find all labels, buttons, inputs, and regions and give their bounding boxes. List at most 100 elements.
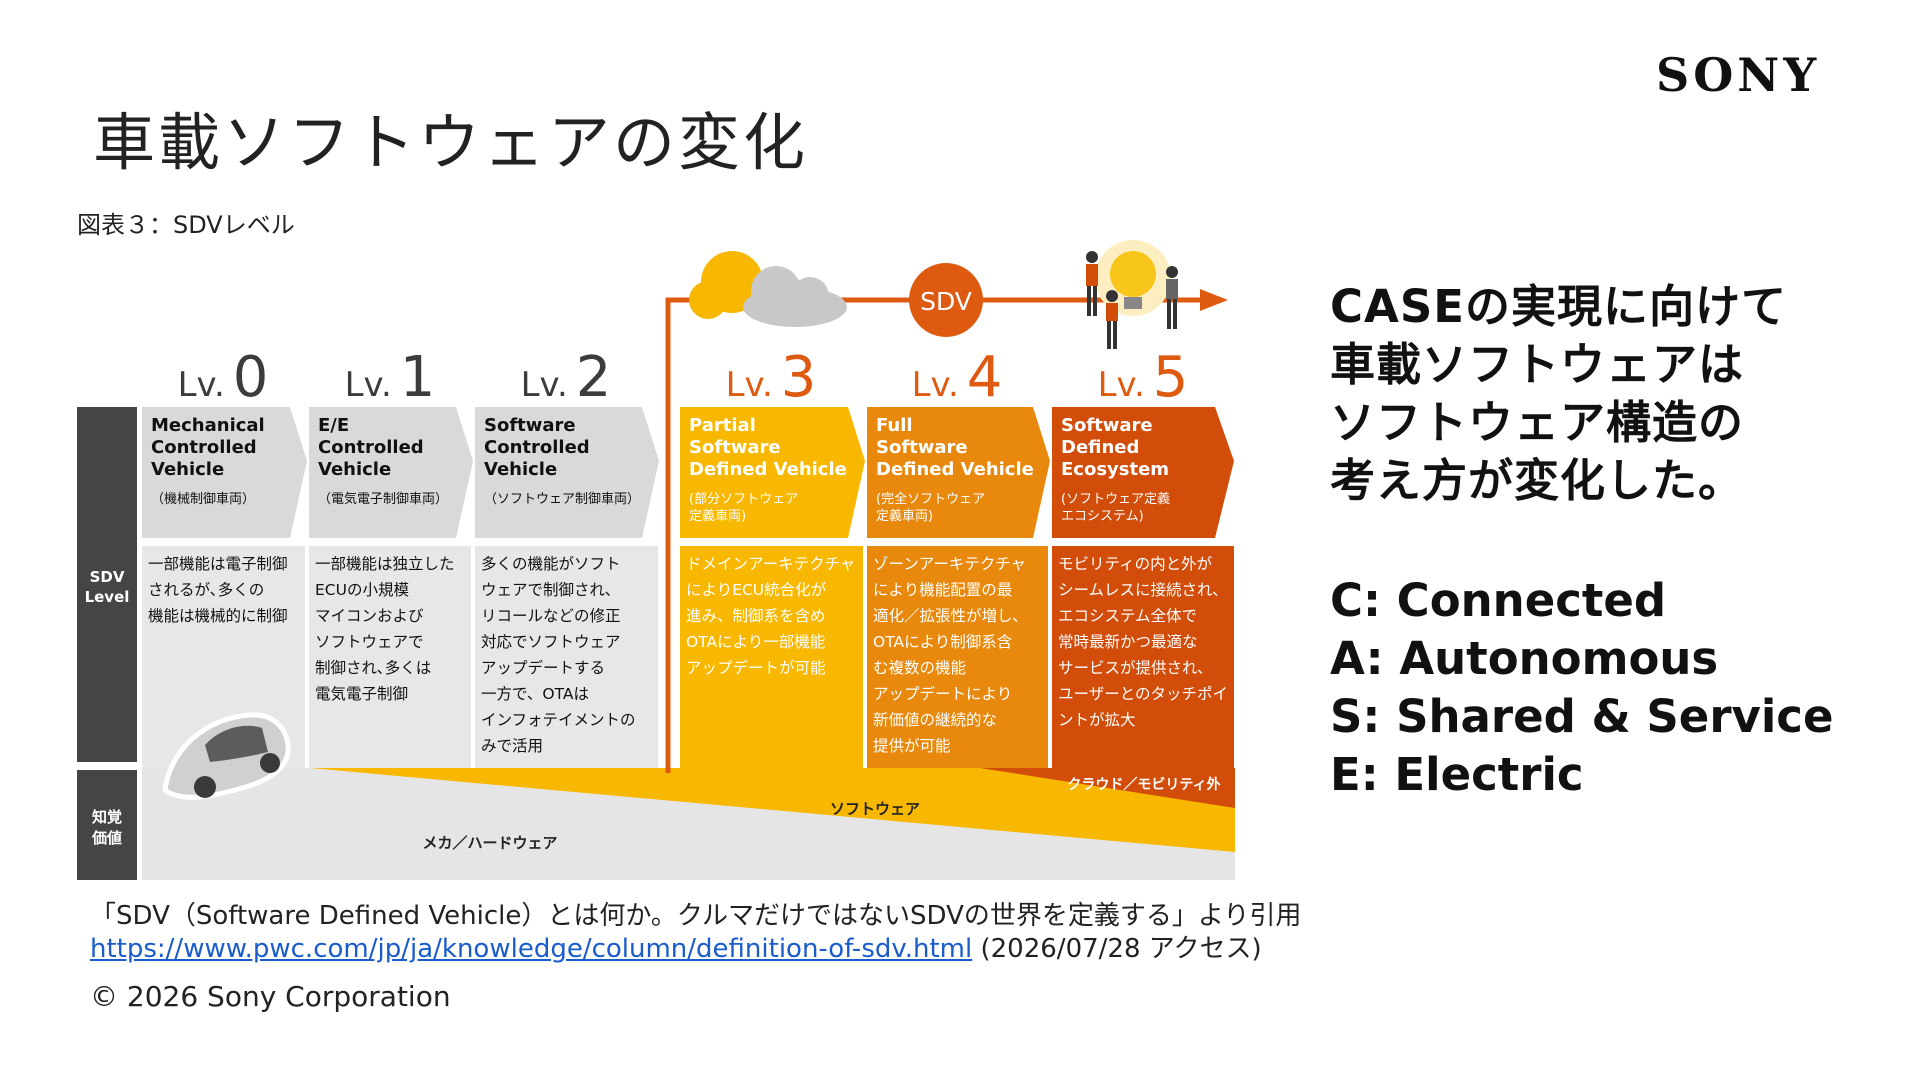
brand-logo: SONY	[1656, 48, 1821, 102]
level-3-name-line: Software	[689, 437, 781, 458]
software-layer	[310, 768, 1235, 852]
car-icon	[162, 712, 291, 800]
copyright: © 2026 Sony Corporation	[90, 980, 451, 1013]
level-2-description-line: インフォテイメントの	[481, 711, 636, 729]
level-1-description-line: 制御され､多くは	[315, 659, 431, 677]
level-3-subtitle-line: 定義車両)	[689, 508, 746, 524]
level-0-description-line: 機能は機械的に制御	[148, 607, 288, 625]
level-2-description-line: 一方で、OTAは	[481, 685, 589, 703]
level-1-subtitle-line: （電気電子制御車両）	[318, 491, 448, 507]
sdv-arrow-line	[665, 297, 1208, 773]
sdv-badge-label: SDV	[920, 287, 972, 316]
level-1-name-line: Vehicle	[318, 459, 391, 480]
level-3-name-line: Partial	[689, 415, 756, 436]
level-4-description-line: 適化／拡張性が増し､	[873, 607, 1020, 625]
side-label-value-line2: 価値	[91, 829, 122, 847]
level-5-description-line: ユーザーとのタッチポイ	[1058, 685, 1228, 703]
level-2-name-line: Software	[484, 415, 576, 436]
level-0-title: Lv.0	[178, 345, 269, 410]
page-title: 車載ソフトウェアの変化	[93, 106, 809, 179]
level-0-header	[142, 407, 307, 538]
level-1-description-line: マイコンおよび	[315, 607, 424, 625]
level-5-name-line: Software	[1061, 415, 1153, 436]
level-1-description-line: 一部機能は独立した	[315, 555, 455, 573]
level-number: 1	[400, 345, 436, 410]
level-prefix: Lv.	[521, 365, 568, 405]
message-line: 車載ソフトウェアは	[1330, 338, 1745, 391]
message-line: 考え方が変化した。	[1330, 454, 1745, 507]
level-2-name-line: Controlled	[484, 437, 590, 458]
level-5-description-line: シームレスに接続され､	[1058, 581, 1220, 599]
level-5-description-line: 常時最新かつ最適な	[1058, 633, 1198, 651]
level-2-description-line: 多くの機能がソフト	[481, 555, 621, 573]
sdv-badge	[909, 263, 983, 337]
value-side-bar	[77, 770, 137, 880]
level-4-description-line: ゾーンアーキテクチャ	[873, 555, 1026, 573]
level-5-description-line: サービスが提供され､	[1058, 659, 1205, 677]
level-4-name-line: Defined Vehicle	[876, 459, 1034, 480]
level-2-header	[475, 407, 659, 538]
level-3-body	[680, 546, 863, 768]
case-item: S: Shared & Service	[1330, 690, 1834, 743]
level-4-description-line: 新価値の継続的な	[873, 711, 997, 729]
level-prefix: Lv.	[912, 365, 959, 405]
level-1-name-line: Controlled	[318, 437, 424, 458]
level-1-body	[309, 546, 471, 768]
level-2-description-line: みで活用	[481, 737, 543, 755]
message-line: ソフトウェア構造の	[1330, 396, 1745, 449]
level-3-name-line: Defined Vehicle	[689, 459, 847, 480]
case-list: C: Connected A: Autonomous S: Shared & S…	[1330, 572, 1833, 804]
level-2-description-line: ウェアで制御され､	[481, 581, 613, 599]
lightbulb-people-icon	[1086, 240, 1178, 349]
figure-caption: 図表３：SDVレベル	[77, 211, 295, 239]
level-4-body	[867, 546, 1048, 768]
level-1-name-line: E/E	[318, 415, 349, 436]
message-line: CASEの実現に向けて	[1330, 280, 1788, 333]
level-prefix: Lv.	[178, 365, 225, 405]
level-5-header	[1052, 407, 1234, 538]
software-layer-label: ソフトウェア	[830, 800, 920, 818]
level-0-name-line: Controlled	[151, 437, 257, 458]
cloud-layer	[980, 768, 1235, 808]
level-3-description-line: 進み、制御系を含め	[686, 607, 826, 625]
level-5-description-line: ントが拡大	[1058, 711, 1136, 729]
cloud-icon	[689, 251, 847, 327]
level-2-subtitle-line: （ソフトウェア制御車両）	[484, 492, 640, 507]
level-3-description-line: によりECU統合化が	[686, 581, 827, 599]
level-2-name-line: Vehicle	[484, 459, 557, 480]
level-0-description-line: されるが､多くの	[148, 581, 264, 599]
level-0-name-line: Vehicle	[151, 459, 224, 480]
access-date: (2026/07/28 アクセス)	[972, 934, 1262, 964]
level-number: 5	[1153, 345, 1189, 410]
level-2-title: Lv.2	[521, 345, 612, 410]
level-4-subtitle-line: (完全ソフトウェア	[876, 491, 985, 507]
sdv-level-side-bar	[77, 407, 137, 762]
case-item: C: Connected	[1330, 574, 1667, 627]
level-4-header	[867, 407, 1050, 538]
side-label-sdv-line1: SDV	[90, 568, 125, 586]
level-4-subtitle-line: 定義車両)	[876, 508, 933, 524]
level-5-name-line: Ecosystem	[1061, 459, 1169, 480]
level-3-header	[680, 407, 865, 538]
level-number: 4	[967, 345, 1003, 410]
side-label-sdv-line2: Level	[85, 588, 130, 606]
source-url-row: https://www.pwc.com/jp/ja/knowledge/colu…	[90, 928, 1262, 965]
level-5-description-line: エコシステム全体で	[1058, 607, 1197, 625]
level-1-description-line: ソフトウェアで	[315, 633, 424, 651]
level-number: 0	[233, 345, 269, 410]
source-link[interactable]: https://www.pwc.com/jp/ja/knowledge/colu…	[90, 934, 973, 964]
level-prefix: Lv.	[1098, 365, 1145, 405]
level-1-title: Lv.1	[345, 345, 436, 410]
source-citation: 「SDV（Software Defined Vehicle）とは何か。クルマだけ…	[90, 901, 1302, 931]
level-5-subtitle-line: (ソフトウェア定義	[1061, 491, 1170, 507]
case-item: E: Electric	[1330, 748, 1584, 801]
sdv-arrow-head	[1200, 289, 1228, 311]
level-3-description-line: アップデートが可能	[686, 658, 826, 677]
case-item: A: Autonomous	[1330, 632, 1719, 685]
level-number: 3	[781, 345, 817, 410]
key-message: CASEの実現に向けて 車載ソフトウェアは ソフトウェア構造の 考え方が変化した…	[1330, 278, 1787, 510]
level-4-name-line: Full	[876, 415, 913, 436]
level-0-subtitle-line: （機械制御車両）	[151, 492, 255, 507]
level-2-description-line: アップデートする	[481, 658, 605, 677]
hardware-layer-label: メカ／ハードウェア	[422, 834, 557, 852]
